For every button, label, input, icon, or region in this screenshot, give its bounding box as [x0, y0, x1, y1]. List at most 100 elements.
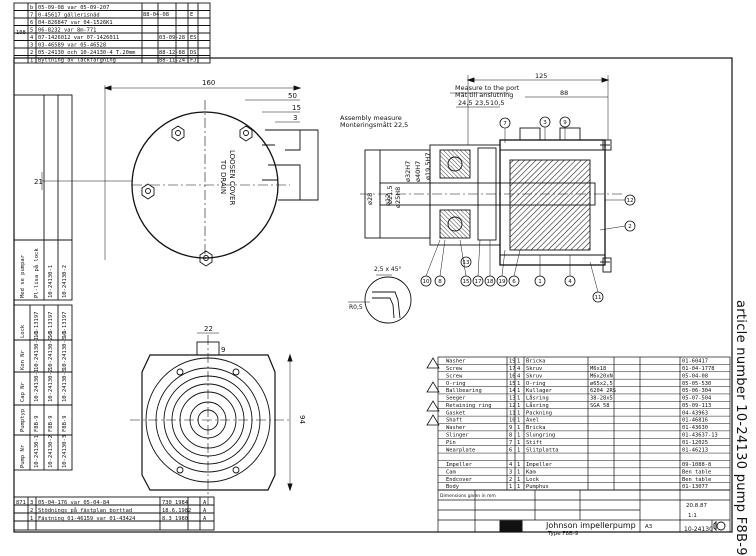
rev-top-row-rev: 7 [30, 13, 33, 19]
phi-label: ø19,5H7 [424, 153, 432, 180]
parts-cell-name: Pin [446, 440, 456, 446]
rev-top-date: 03-09-28 [159, 35, 185, 41]
rev-top-sheet: 108 [16, 30, 26, 36]
dim-23: 23,5 [475, 99, 489, 107]
parts-cell-no: 4 [509, 462, 512, 468]
parts-cell-no: 2 [509, 477, 512, 483]
rev-bottom-rev: 1 [30, 516, 33, 522]
parts-cell-art: Ben table [682, 477, 711, 483]
parts-cell-qty: 1 [517, 432, 520, 438]
parts-cell-spec: SGA 58 [590, 403, 609, 409]
parts-cell-no: 12 [509, 403, 516, 409]
rev-bottom-rev: 2 [30, 508, 33, 514]
balloon-number: 9 [563, 120, 567, 126]
parts-cell-spec: M6x18 [590, 366, 606, 372]
left-table-cell: 10-24130-2 [48, 435, 54, 468]
rev-top-row-rev: 6 [30, 20, 33, 26]
detail-dim-25: 2,5 x 45° [374, 266, 402, 273]
parts-cell-art: 01-46816 [682, 418, 708, 424]
rev-bottom-text: Stödnings på fästplan borttad [38, 507, 132, 514]
phi-label: ø28 [366, 193, 374, 205]
title-block-date: 20.8.87 [686, 503, 707, 509]
parts-cell-name: Seeger [446, 396, 466, 402]
balloon [460, 256, 472, 268]
rev-top-row-text: 05-24130 och 10-24130-4 T.20mm [38, 50, 135, 56]
parts-cell-no: 19 [509, 359, 516, 365]
parts-cell-qty: 1 [517, 425, 520, 431]
parts-cell-spec: M6x20xN [590, 373, 613, 379]
parts-cell-art: 01-13077 [682, 484, 708, 490]
parts-cell-qty: 1 [517, 484, 520, 490]
dim-160: 160 [202, 79, 215, 87]
article-number-label: article number 10-24130 pump F8B-9 [733, 300, 748, 556]
parts-cell-no: 9 [509, 425, 512, 431]
parts-cell-no: 6 [509, 447, 512, 453]
dim-10: 10,5 [490, 99, 504, 107]
parts-cell-spec: ø65x2,5 [590, 381, 613, 387]
rev-bottom-date: 18.6.1982 [162, 508, 191, 514]
parts-cell-name: Washer [446, 359, 466, 365]
left-table-cell: 10-24130-3 [62, 369, 68, 402]
balloon-number: 8 [438, 279, 442, 285]
parts-cell-name: Washer [446, 425, 466, 431]
parts-cell-qty: 1 [517, 403, 520, 409]
parts-cell-no: 14 [509, 388, 516, 394]
technical-drawing: 108 b 05-09-08 var 05-09-207 7 0-45617 g… [13, 2, 733, 536]
title-block-sheet: A3 [645, 524, 653, 530]
balloon-number: 18 [487, 279, 494, 285]
dim-21: 21 [34, 178, 43, 186]
parts-cell-art: 01-60417 [682, 359, 708, 365]
bottom-view [130, 332, 293, 505]
detail-view [348, 274, 412, 324]
balloon-number: 2 [628, 224, 632, 230]
parts-cell-name: Slinger [446, 432, 469, 438]
parts-cell-no: 10 [509, 418, 516, 424]
rev-top-row-rev: b [30, 5, 33, 11]
parts-cell-name: Cam [446, 469, 456, 475]
parts-cell-art: 05-07-504 [682, 396, 711, 402]
parts-cell-qty: 1 [517, 440, 520, 446]
measure-port-sv-label: Mät till anslutning [455, 91, 513, 99]
parts-cell-qty: 1 [517, 469, 520, 475]
dim-9: 9 [221, 346, 225, 354]
rev-top-date: 88-12-88 [159, 50, 185, 56]
parts-cell-name: Wearplate [446, 447, 475, 453]
parts-cell-no: 8 [509, 432, 512, 438]
parts-cell-qty: 1 [517, 477, 520, 483]
company-logo-icon [499, 520, 523, 532]
balloon-number: 10 [423, 279, 430, 285]
drawing-frame [13, 57, 733, 533]
balloon-number: 19 [499, 279, 506, 285]
parts-cell-art: 05-09-113 [682, 403, 711, 409]
parts-cell-sv: Stift [526, 440, 542, 446]
parts-cell-no: 11 [509, 410, 516, 416]
parts-cell-sv: Låsring [526, 402, 549, 409]
rev-top-row-rev: 2 [30, 50, 33, 56]
title-block-type: Type F8B-9 [547, 531, 579, 536]
parts-cell-sv: Slungring [526, 432, 555, 438]
balloon [624, 220, 636, 232]
dim-24: 24,5 [458, 99, 472, 107]
rev-top-row-text: 04-826847 var 04-1526K1 [38, 20, 113, 26]
parts-cell-sv: Skruv [526, 366, 542, 372]
left-table-cell: 10-24130-1 [34, 435, 40, 468]
left-table-note: 10-24130-2 [62, 265, 68, 298]
rev-bottom-sheet: 871 [16, 500, 26, 506]
parts-cell-sv: Slitplatta [526, 447, 558, 453]
parts-cell-art: 01-12025 [682, 440, 708, 446]
parts-cell-qty: 1 [517, 447, 520, 453]
measure-port-label: Measure to the port [455, 84, 520, 92]
parts-cell-name: Impeller [446, 462, 473, 468]
balloon-number: 12 [627, 198, 634, 204]
parts-cell-sv: Bricka [526, 425, 545, 431]
phi-label: ø40H7 [414, 161, 422, 182]
parts-cell-art: 09-1088-8 [682, 462, 711, 468]
balloon-number: 1 [538, 279, 542, 285]
parts-cell-name: Gasket [446, 410, 465, 416]
parts-cell-qty: 1 [517, 359, 520, 365]
dim-94: 94 [298, 415, 306, 424]
parts-cell-art: 05-05-530 [682, 381, 711, 387]
parts-cell-no: 15 [509, 381, 516, 387]
article-caption: article number 10-24130 pump F8B-9 [730, 300, 754, 556]
parts-cell-name: Shaft [446, 418, 462, 424]
